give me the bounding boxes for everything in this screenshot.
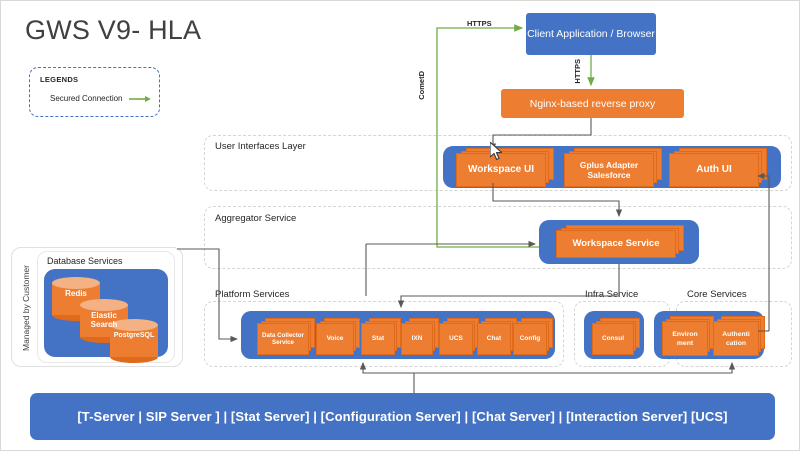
service-ixn[interactable]: IXN <box>401 318 439 355</box>
database-label: Elastic Search <box>90 311 118 329</box>
service-authentication[interactable]: Authenti cation <box>713 316 765 356</box>
edge-label-https-top: HTTPS <box>467 19 492 28</box>
service-label: Consul <box>592 323 634 355</box>
nginx-reverse-proxy-node[interactable]: Nginx-based reverse proxy <box>501 89 684 118</box>
service-label: Data Collector Service <box>257 323 309 355</box>
cylinder-top <box>110 319 158 331</box>
service-label: Environ ment <box>662 321 708 356</box>
service-label: UCS <box>439 323 473 355</box>
legend-item-secured-connection: Secured Connection <box>50 94 155 103</box>
service-label: Config <box>513 323 547 355</box>
database-label: Redis <box>65 289 87 298</box>
layer-title-platform-services: Platform Services <box>213 289 292 300</box>
database-services-title: Database Services <box>47 256 123 266</box>
edge-label-https-vertical: HTTPS <box>573 59 582 84</box>
service-auth-ui[interactable]: Auth UI <box>669 148 767 187</box>
service-label: Workspace Service <box>556 230 676 258</box>
database-cylinder-postgresql[interactable]: PostgreSQL <box>110 319 158 363</box>
service-environment[interactable]: Environ ment <box>662 316 714 356</box>
service-label: Stat <box>361 323 395 355</box>
edge-server-bar-to-platform-services <box>359 361 415 393</box>
layer-title-user-interfaces: User Interfaces Layer <box>213 141 308 152</box>
service-label: IXN <box>401 323 433 355</box>
cylinder-top <box>52 277 100 289</box>
layer-title-infra-service: Infra Service <box>583 289 641 300</box>
service-workspace-service[interactable]: Workspace Service <box>556 225 684 258</box>
service-ucs[interactable]: UCS <box>439 318 479 355</box>
green-arrow-icon <box>128 95 151 102</box>
service-config[interactable]: Config <box>513 318 553 355</box>
service-label: Auth UI <box>669 153 759 187</box>
service-label: Authenti cation <box>713 321 759 356</box>
service-label: Gplus Adapter Salesforce <box>564 153 654 187</box>
service-label: Chat <box>477 323 511 355</box>
layer-title-core-services: Core Services <box>685 289 749 300</box>
database-services-panel: Redis Elastic Search PostgreSQL <box>44 269 168 363</box>
service-stat[interactable]: Stat <box>361 318 401 355</box>
layer-title-aggregator-service: Aggregator Service <box>213 213 299 224</box>
database-label: PostgreSQL <box>113 332 155 339</box>
cylinder-top <box>80 299 128 311</box>
database-cylinder-elastic-search[interactable]: Elastic Search <box>80 299 128 343</box>
managed-by-customer-label: Managed by Customer <box>21 265 31 351</box>
service-gplus-adapter-salesforce[interactable]: Gplus Adapter Salesforce <box>564 148 662 187</box>
legend-box: LEGENDS Secured Connection <box>29 67 160 117</box>
service-consul[interactable]: Consul <box>592 318 640 355</box>
service-chat[interactable]: Chat <box>477 318 517 355</box>
client-application-node[interactable]: Client Application / Browser <box>526 13 656 55</box>
legend-title: LEGENDS <box>40 75 79 84</box>
service-data-collector-service[interactable]: Data Collector Service <box>257 318 315 355</box>
page-title: GWS V9- HLA <box>25 15 202 45</box>
server-bar[interactable]: [T-Server | SIP Server ] | [Stat Server]… <box>30 393 775 440</box>
service-label: Voice <box>316 323 354 355</box>
service-voice[interactable]: Voice <box>316 318 360 355</box>
edge-label-cometd: CometD <box>417 71 426 100</box>
mouse-cursor <box>490 142 503 161</box>
legend-item-label: Secured Connection <box>50 94 123 103</box>
